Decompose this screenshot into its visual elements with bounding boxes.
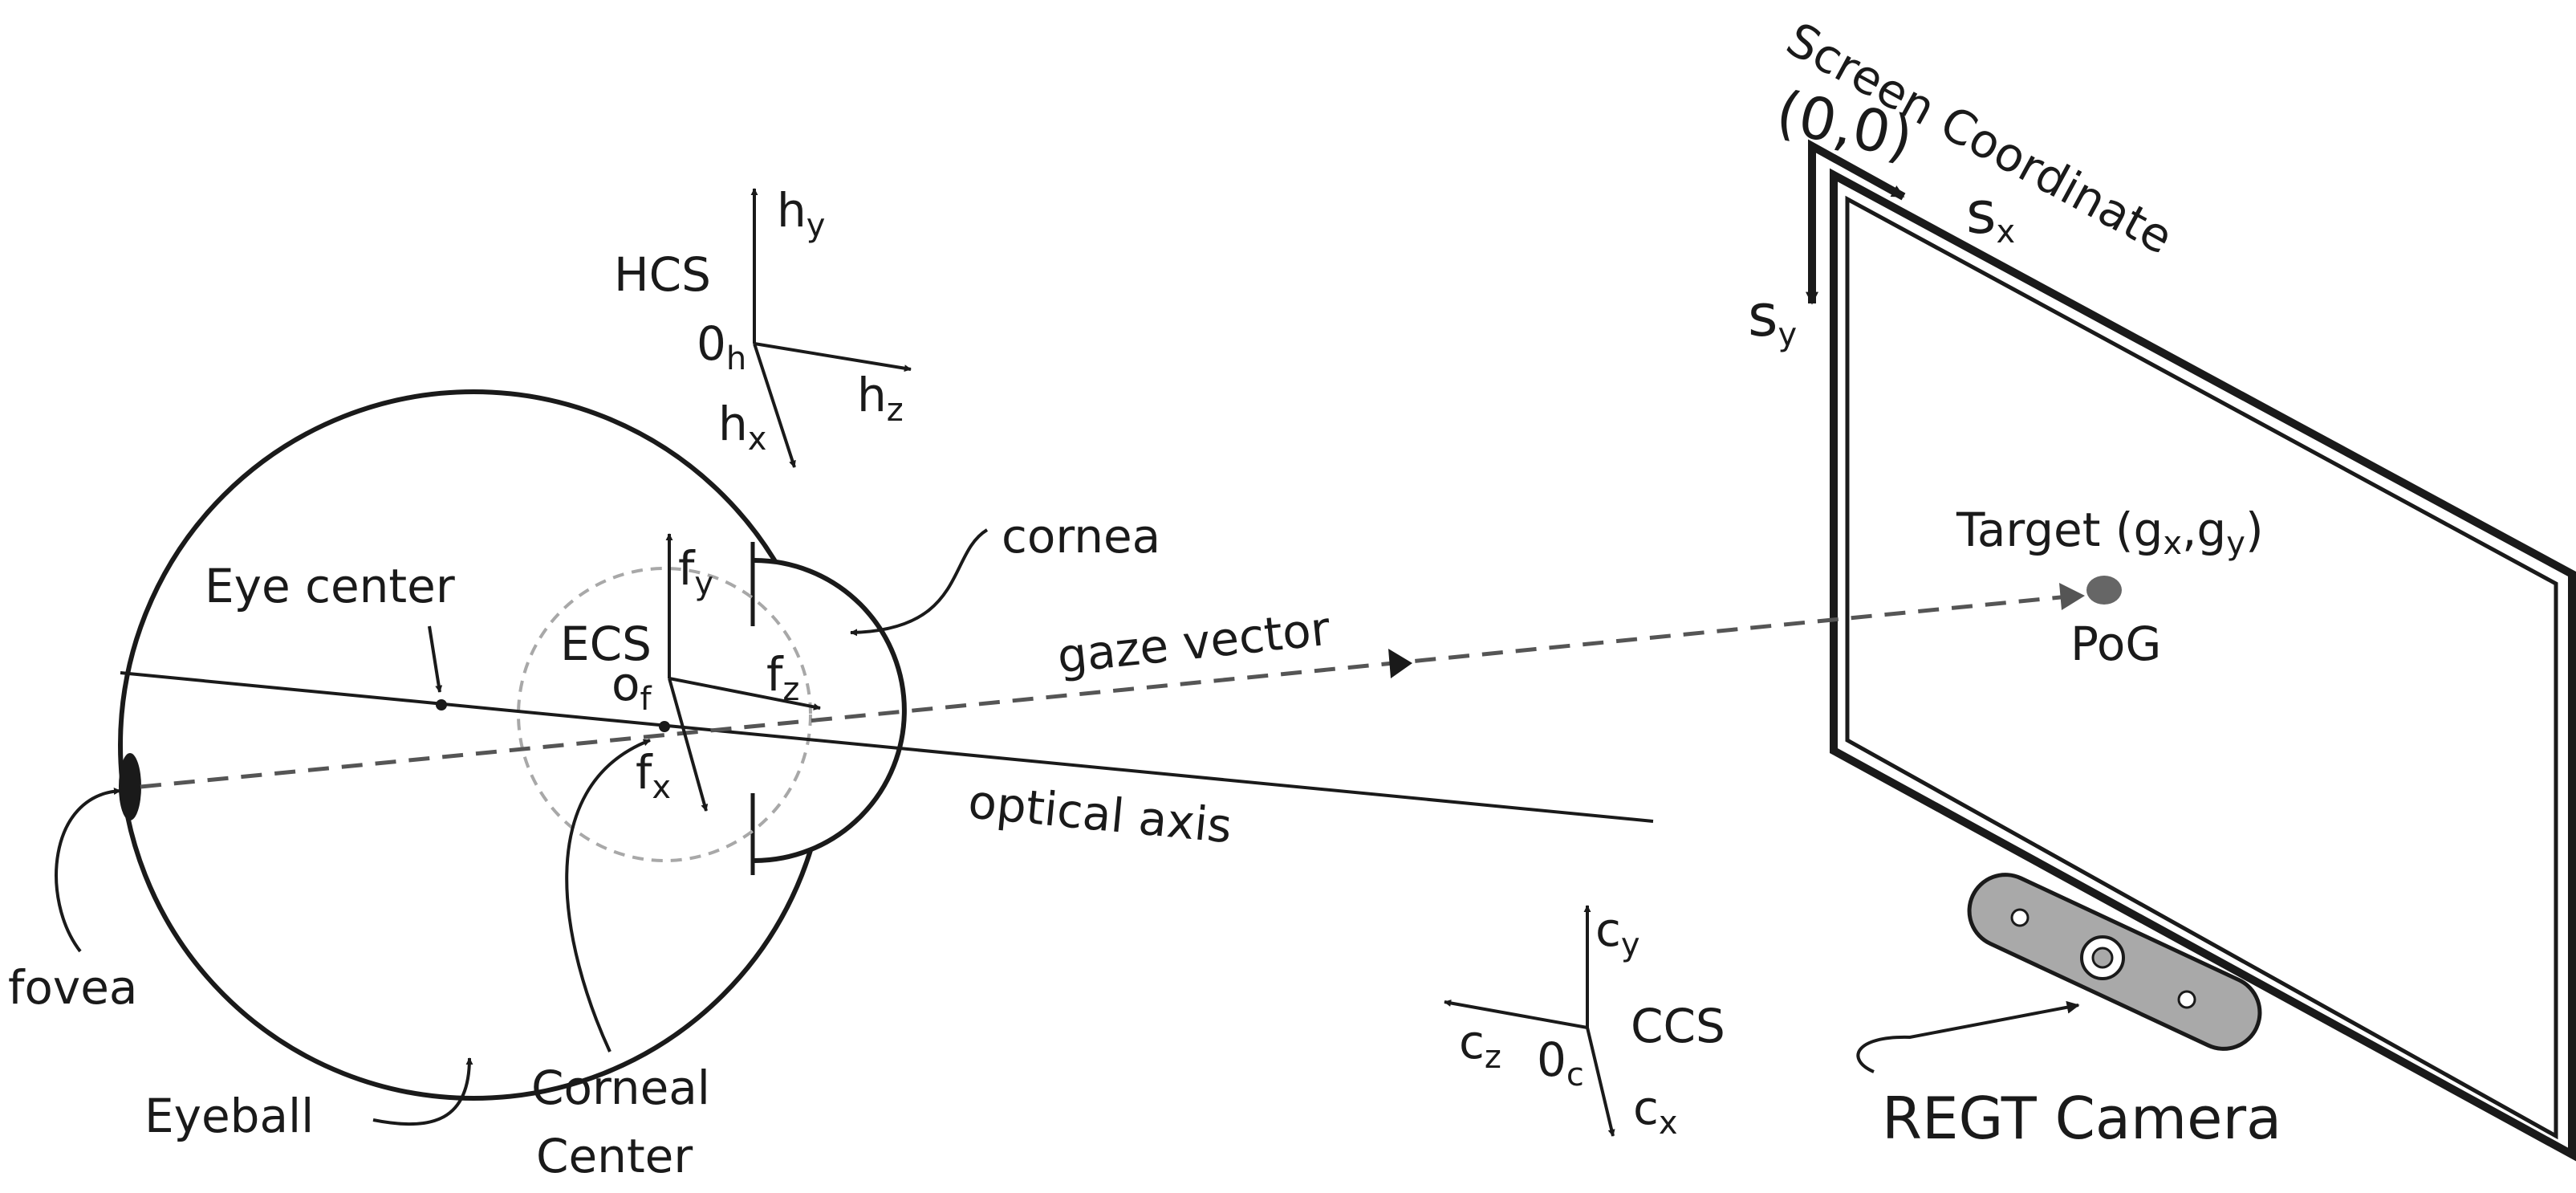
cz-label: cz (1459, 1015, 1501, 1076)
cornea-pointer (850, 528, 989, 637)
camera-led-left (2010, 908, 2030, 927)
hcs-label: HCS (614, 247, 711, 302)
hz-axis (754, 342, 912, 373)
cz-axis (1444, 1000, 1588, 1029)
oh-label: 0h (697, 316, 746, 377)
oc-label: 0c (1537, 1032, 1584, 1093)
camera-pointer (1856, 1000, 2080, 1073)
eyeball-label: Eyeball (144, 1089, 314, 1143)
corneal-center-pointer (565, 739, 651, 1053)
hx-axis (753, 343, 796, 468)
fx-label: fx (636, 745, 671, 806)
optical-axis-label: optical axis (966, 774, 1234, 853)
cx-axis (1586, 1027, 1615, 1137)
eyeball-circle (118, 389, 829, 1101)
corneal-sphere (517, 567, 812, 862)
hy-label: hy (777, 183, 825, 244)
gaze-vector-arrowhead-end (2059, 583, 2085, 610)
screen (1830, 168, 2576, 1162)
ccs-axes (1444, 905, 1615, 1137)
cornea-label: cornea (1002, 509, 1160, 564)
regt-camera-label: REGT Camera (1882, 1085, 2281, 1152)
screen-frame-outer (1830, 168, 2576, 1162)
gaze-vector-arrowhead-mid (1388, 649, 1412, 678)
sy-label: sy (1748, 282, 1797, 353)
screen-axes (1806, 139, 1906, 305)
camera-led-right (2177, 990, 2196, 1009)
regt-camera (1967, 873, 2262, 1051)
ccs-label: CCS (1631, 999, 1725, 1053)
target-label: Target (gx,gy) (1956, 503, 2264, 562)
fovea-label: fovea (8, 960, 137, 1015)
pog-dot (2086, 576, 2122, 605)
fz-label: fz (766, 647, 799, 708)
cx-label: cx (1633, 1081, 1678, 1142)
of-label: of (611, 657, 652, 718)
hcs-axes (750, 188, 912, 468)
corneal-center-label-line2: Center (536, 1129, 693, 1183)
corneal-center-dot (659, 721, 670, 732)
optical-axis-line (120, 671, 1654, 823)
eye-center-label: Eye center (205, 559, 455, 613)
ecs-axes (665, 533, 821, 812)
corneal-center-label: Corneal (531, 1061, 710, 1115)
hz-label: hz (857, 368, 904, 429)
fx-axis (668, 678, 709, 812)
cy-label: cy (1595, 902, 1640, 963)
ecs-label: ECS (560, 617, 652, 671)
eye-center-dot (436, 699, 447, 711)
fz-axis (668, 677, 821, 711)
cornea-bulge (754, 558, 907, 863)
eyeball-pointer (372, 1057, 473, 1126)
fovea-mark (119, 753, 141, 820)
camera-lens-inner (2091, 947, 2114, 969)
eyeball (118, 389, 907, 1101)
fy-label: fy (678, 541, 713, 602)
hx-label: hx (718, 397, 766, 458)
sx-axis-arrow (1808, 139, 1906, 257)
eye-center-pointer (428, 625, 443, 693)
screen-frame-inner (1845, 195, 2558, 1140)
gaze-vector-line (140, 593, 2078, 789)
sx-label: sx (1966, 179, 2015, 250)
fovea-pointer (55, 787, 121, 953)
pog-label: PoG (2070, 617, 2161, 671)
